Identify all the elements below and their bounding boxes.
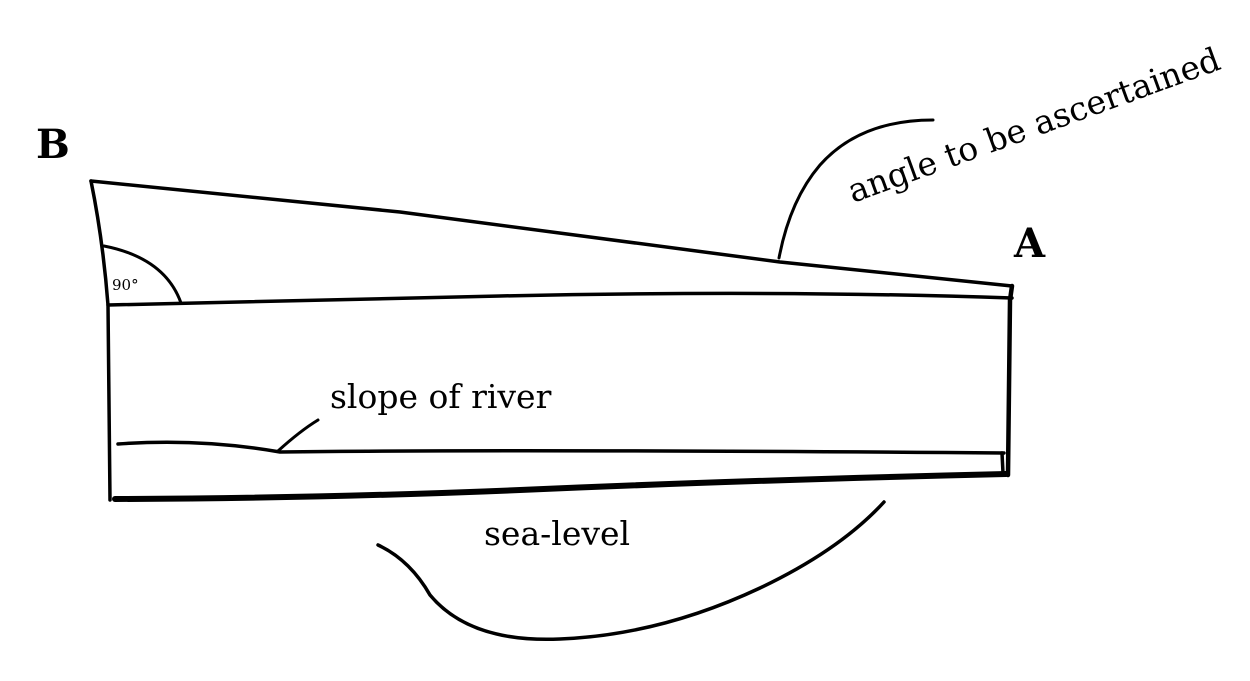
right-angle-label: 90° bbox=[112, 276, 139, 294]
point-a-label: A bbox=[1013, 220, 1046, 267]
right-angle-arc bbox=[102, 244, 183, 305]
river-leader-line bbox=[276, 418, 320, 453]
sea-level-line bbox=[112, 471, 1009, 502]
left-edge bbox=[89, 179, 112, 502]
river-slope-line bbox=[116, 440, 1006, 455]
sea-level-bracket bbox=[376, 500, 886, 642]
angle-to-be-ascertained-label: angle to be ascertained bbox=[842, 39, 1225, 210]
slope-of-river-label: slope of river bbox=[330, 377, 552, 416]
horizontal-line bbox=[106, 291, 1014, 307]
sight-line-b-to-a bbox=[89, 179, 1014, 288]
point-b-label: B bbox=[36, 121, 70, 168]
sea-level-label: sea-level bbox=[484, 514, 630, 553]
right-edge bbox=[1005, 283, 1015, 478]
angle-leader-curve bbox=[777, 118, 935, 260]
inner-bottom-line bbox=[1000, 451, 1005, 475]
